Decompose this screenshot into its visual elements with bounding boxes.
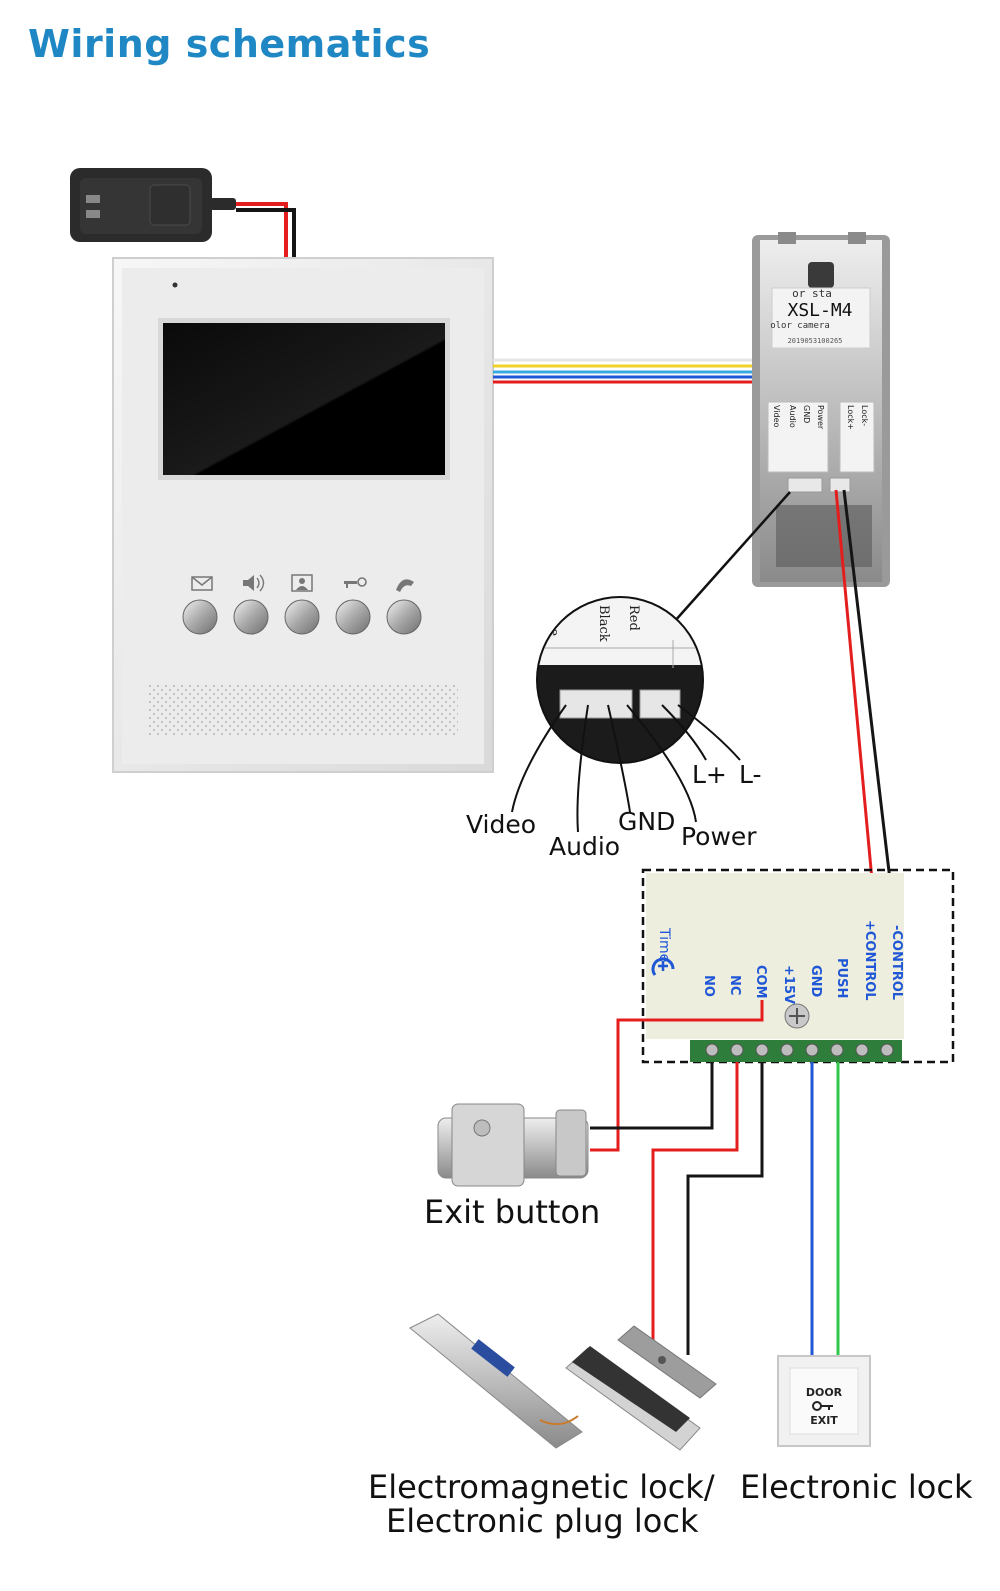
terminal-gnd: GND: [802, 405, 811, 423]
callout-lines: [511, 704, 741, 833]
lock-wire-black: [842, 489, 892, 881]
unit-serial: 2019053100265: [788, 337, 843, 345]
microphone-dot: [172, 282, 178, 288]
unlock-button[interactable]: [335, 599, 371, 635]
time-label: Time: [656, 927, 672, 962]
unlock-key-icon: [344, 577, 367, 588]
electronic-plug-lock: [409, 1313, 583, 1449]
contacts-button[interactable]: [284, 599, 320, 635]
contact-icon: [291, 574, 313, 592]
terminal-nc: NC: [727, 975, 742, 995]
terminal-minus-control: -CONTROL: [889, 925, 904, 1000]
page-title: Wiring schematics: [28, 22, 431, 66]
terminal-power: Power: [816, 405, 825, 430]
power-adapter: [70, 168, 236, 242]
access-controller: Time NO NC COM +15V GND PUSH +CONTROL -C…: [641, 868, 955, 1064]
callout-gnd: GND: [618, 807, 675, 836]
lock-cylinder-device: [437, 1103, 589, 1187]
terminal-video: Video: [772, 405, 781, 428]
caption-electronic-lock: Electronic lock: [740, 1468, 973, 1506]
terminal-zoom: ue Black Red: [536, 596, 704, 764]
callout-lock-plus: L+: [692, 760, 727, 789]
lock-wire-red: [834, 489, 874, 881]
monitor-screen: [163, 323, 445, 475]
terminal-audio: Audio: [788, 405, 797, 428]
message-button[interactable]: [182, 599, 218, 635]
unit-label-line3: olor camera: [770, 321, 830, 331]
callout-power: Power: [681, 822, 757, 851]
key-icon: [812, 1401, 833, 1411]
terminal-gnd-ctrl: GND: [808, 965, 823, 998]
volume-icon: [243, 574, 265, 592]
exit-switch-exit-text: EXIT: [810, 1414, 838, 1427]
time-adjust-icon: [651, 957, 675, 976]
zoom-wire-label-red: Red: [626, 605, 641, 631]
zoom-wire-label-blue: ue: [546, 620, 561, 636]
unit-model: XSL-M4: [787, 300, 852, 321]
zoom-wire-label-black: Black: [596, 605, 611, 642]
speaker-grille: [148, 685, 458, 737]
mail-icon: [191, 576, 213, 591]
monitor-buttons: [182, 599, 422, 635]
adapter-cable-black: [236, 208, 296, 258]
caption-em-lock-line1: Electromagnetic lock/: [368, 1468, 715, 1506]
caption-em-lock-line2: Electronic plug lock: [386, 1502, 699, 1540]
outdoor-unit: or sta XSL-M4 olor camera 2019053100265 …: [752, 232, 890, 587]
electromagnetic-lock: [565, 1325, 717, 1451]
talk-button[interactable]: [386, 599, 422, 635]
terminal-lock-plus: Lock+: [846, 405, 855, 430]
terminal-push: PUSH: [834, 958, 849, 998]
terminal-plus-control: +CONTROL: [862, 920, 877, 1001]
adapter-cable-red: [236, 202, 288, 258]
callout-video: Video: [466, 810, 536, 839]
callout-lock-minus: L-: [739, 760, 762, 789]
handset-icon: [396, 579, 414, 592]
exit-switch-door-text: DOOR: [806, 1386, 843, 1399]
caption-exit-button: Exit button: [424, 1193, 600, 1231]
terminal-lock-minus: Lock-: [860, 405, 869, 426]
indoor-monitor: [112, 257, 494, 773]
terminal-no: NO: [701, 975, 716, 997]
callout-audio: Audio: [549, 832, 620, 861]
controller-output-wires: [590, 1000, 840, 1357]
terminal-com: COM: [753, 965, 768, 999]
exit-switch-panel: DOOR EXIT: [777, 1355, 871, 1447]
terminal-15v: +15V: [781, 965, 796, 1004]
volume-button[interactable]: [233, 599, 269, 635]
unit-label-line1: or sta: [792, 287, 832, 300]
